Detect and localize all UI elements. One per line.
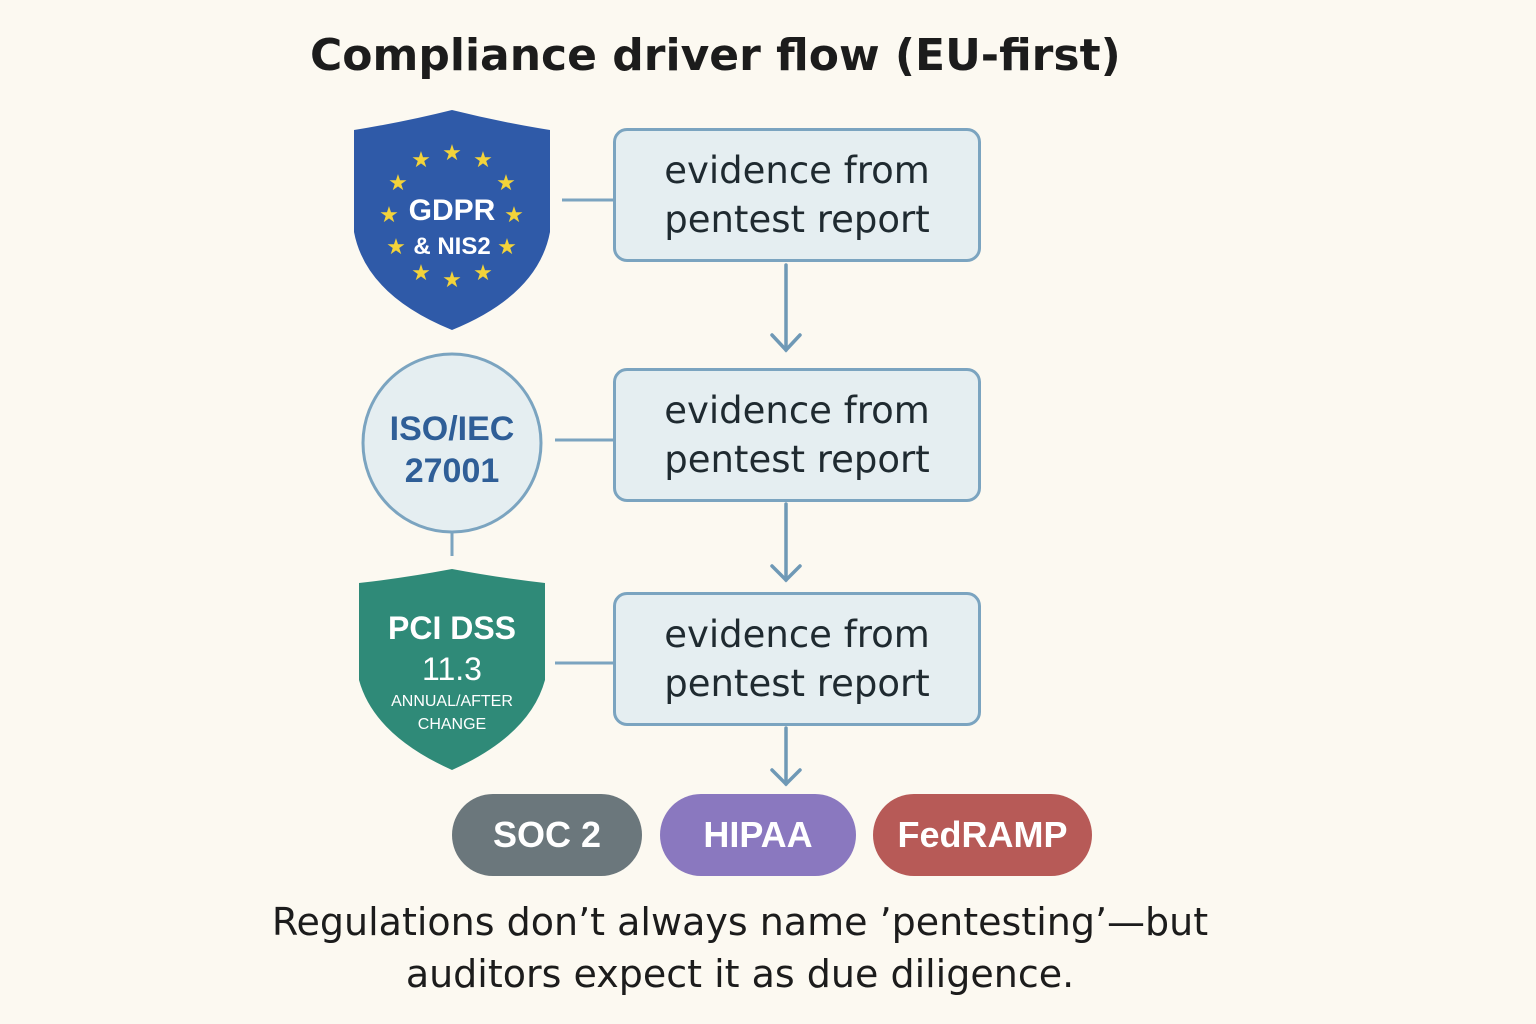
pci-frequency-line2: CHANGE — [418, 716, 486, 733]
pci-label: PCI DSS — [388, 610, 516, 646]
svg-text:★: ★ — [504, 203, 524, 228]
diagram-title: Compliance driver flow (EU-first) — [310, 30, 1121, 81]
evidence-line2: pentest report — [664, 662, 930, 705]
svg-text:★: ★ — [411, 261, 431, 286]
evidence-box: evidence from pentest report — [613, 592, 981, 726]
svg-text:★: ★ — [411, 148, 431, 173]
evidence-line2: pentest report — [664, 198, 930, 241]
evidence-line1: evidence from — [664, 613, 930, 656]
svg-text:★: ★ — [497, 235, 517, 260]
svg-text:★: ★ — [442, 141, 462, 166]
iso-number: 27001 — [405, 452, 500, 490]
caption-line2: auditors expect it as due diligence. — [405, 952, 1075, 996]
svg-text:★: ★ — [473, 148, 493, 173]
svg-text:★: ★ — [386, 235, 406, 260]
svg-text:★: ★ — [442, 268, 462, 293]
pci-frequency-line1: ANNUAL/AFTER — [391, 693, 513, 710]
fedramp-pill: FedRAMP — [873, 794, 1092, 876]
pci-shield-icon — [359, 569, 545, 770]
pci-requirement: 11.3 — [422, 651, 482, 687]
evidence-box: evidence from pentest report — [613, 128, 981, 262]
evidence-line1: evidence from — [664, 149, 930, 192]
caption-line1: Regulations don’t always name ’pentestin… — [271, 900, 1209, 944]
eu-stars-icon: ★ ★ ★ ★ ★ ★ ★ ★ ★ ★ ★ ★ — [379, 141, 524, 293]
eu-shield-icon — [354, 110, 550, 330]
pci-dss-shield-badge: PCI DSS 11.3 ANNUAL/AFTER CHANGE — [359, 569, 545, 770]
arrow-evidence-1-to-2 — [770, 263, 802, 353]
evidence-line1: evidence from — [664, 389, 930, 432]
svg-text:★: ★ — [388, 171, 408, 196]
diagram-caption: Regulations don’t always name ’pentestin… — [180, 896, 1300, 1000]
svg-text:★: ★ — [496, 171, 516, 196]
arrow-evidence-2-to-3 — [770, 502, 802, 583]
arrow-evidence-3-to-frameworks — [770, 726, 802, 787]
gdpr-nis2-shield-badge: ★ ★ ★ ★ ★ ★ ★ ★ ★ ★ ★ ★ GDPR & NIS2 — [354, 110, 550, 330]
svg-text:★: ★ — [379, 203, 399, 228]
gdpr-label: GDPR — [409, 194, 496, 227]
iso-label: ISO/IEC — [390, 410, 515, 448]
soc2-pill: SOC 2 — [452, 794, 642, 876]
hipaa-pill: HIPAA — [660, 794, 856, 876]
svg-text:★: ★ — [473, 261, 493, 286]
evidence-box: evidence from pentest report — [613, 368, 981, 502]
iso-27001-badge: ISO/IEC 27001 — [361, 352, 543, 534]
nis2-label: & NIS2 — [413, 233, 490, 260]
evidence-line2: pentest report — [664, 438, 930, 481]
